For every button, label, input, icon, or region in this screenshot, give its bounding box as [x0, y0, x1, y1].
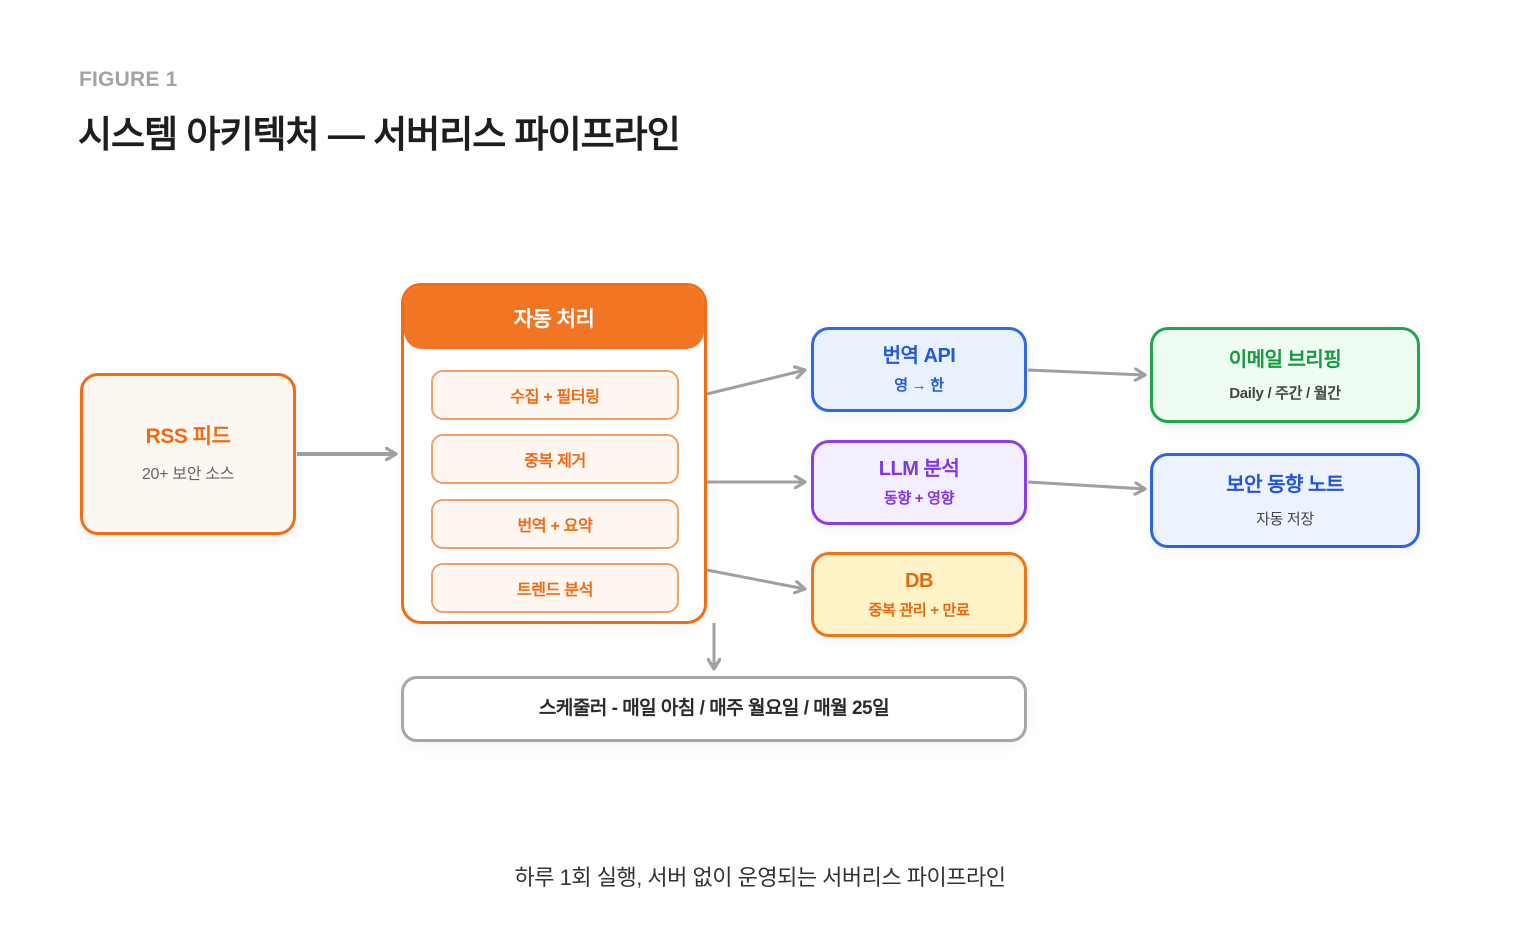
scheduler-node: 스케줄러 - 매일 아침 / 매주 월요일 / 매월 25일 — [401, 676, 1027, 742]
email-briefing-node: 이메일 브리핑 Daily / 주간 / 월간 — [1150, 327, 1420, 423]
llm-analysis-title: LLM 분석 — [878, 458, 960, 480]
rss-feed-node: RSS 피드 20+ 보안 소스 — [80, 373, 296, 535]
processing-step: 트렌드 분석 — [431, 563, 679, 613]
arrow-llm-to-security-notes — [1027, 480, 1145, 489]
rss-feed-subtitle: 20+ 보안 소스 — [141, 466, 235, 483]
email-briefing-subtitle: Daily / 주간 / 월간 — [1229, 384, 1341, 402]
translation-api-node: 번역 API 영 → 한 — [811, 327, 1027, 412]
email-briefing-title: 이메일 브리핑 — [1228, 348, 1342, 371]
security-notes-subtitle: 자동 저장 — [1256, 510, 1314, 528]
figure-label: FIGURE 1 — [79, 68, 178, 91]
translation-api-title: 번역 API — [882, 345, 956, 367]
figure-caption: 하루 1회 실행, 서버 없이 운영되는 서버리스 파이프라인 — [514, 865, 1006, 890]
processing-step: 중복 제거 — [431, 434, 679, 484]
translation-api-subtitle: 영 → 한 — [894, 377, 944, 394]
scheduler-title: 스케줄러 - 매일 아침 / 매주 월요일 / 매월 25일 — [538, 697, 890, 719]
db-subtitle: 중복 관리 + 만료 — [868, 602, 970, 619]
arrow-translation-api-to-email — [1027, 370, 1145, 375]
arrow-processing-to-db — [706, 568, 805, 589]
security-notes-title: 보안 동향 노트 — [1226, 473, 1344, 496]
arrow-processing-to-translation-api — [706, 370, 805, 396]
db-title: DB — [905, 570, 933, 592]
auto-processing-title: 자동 처리 — [404, 286, 704, 349]
llm-analysis-subtitle: 동향 + 영향 — [883, 490, 955, 507]
auto-processing-node: 자동 처리 수집 + 필터링 중복 제거 번역 + 요약 트렌드 분석 — [401, 283, 707, 624]
processing-step: 수집 + 필터링 — [431, 370, 679, 420]
security-notes-node: 보안 동향 노트 자동 저장 — [1150, 453, 1420, 548]
db-node: DB 중복 관리 + 만료 — [811, 552, 1027, 637]
llm-analysis-node: LLM 분석 동향 + 영향 — [811, 440, 1027, 525]
rss-feed-title: RSS 피드 — [145, 424, 231, 448]
figure-title: 시스템 아키텍처 — 서버리스 파이프라인 — [78, 114, 681, 155]
processing-step: 번역 + 요약 — [431, 499, 679, 549]
